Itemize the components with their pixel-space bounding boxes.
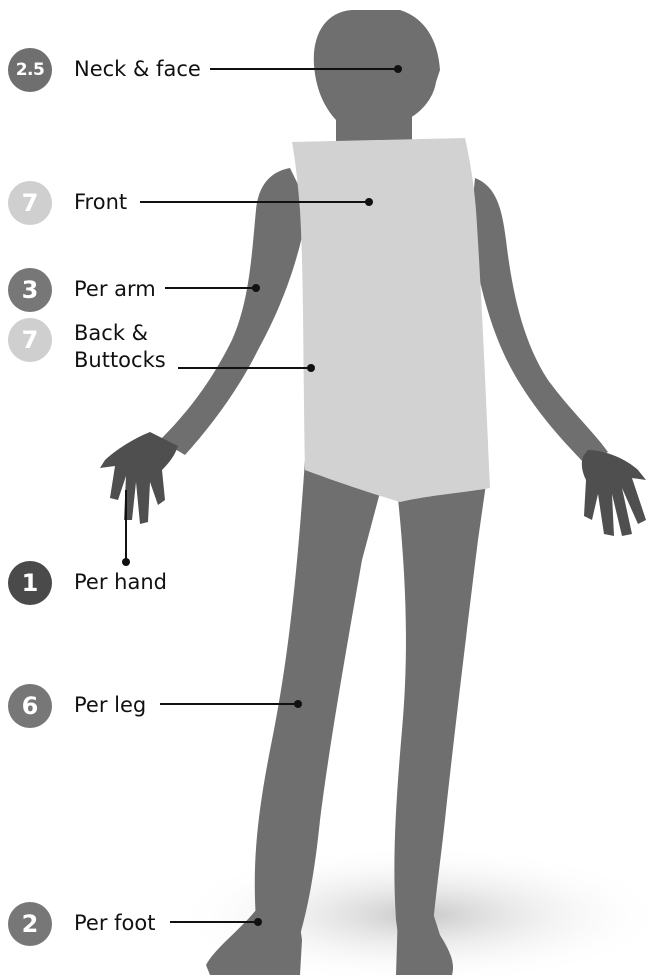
badge-front: 7: [8, 181, 52, 225]
label-back-line2: Buttocks: [74, 347, 166, 374]
leader-back-dot: [307, 364, 315, 372]
human-silhouette: [100, 10, 646, 975]
garment-torso: [292, 138, 490, 502]
label-leg: Per leg: [74, 692, 146, 719]
label-neck-face: Neck & face: [74, 56, 201, 83]
label-arm: Per arm: [74, 276, 156, 303]
arm-right: [470, 178, 608, 465]
label-foot: Per foot: [74, 910, 155, 937]
label-front: Front: [74, 189, 127, 216]
badge-back: 7: [8, 318, 52, 362]
arm-left: [160, 168, 308, 455]
leader-leg-dot: [294, 700, 302, 708]
hand-right: [582, 450, 646, 536]
badge-leg: 6: [8, 684, 52, 728]
hand-left: [100, 432, 178, 524]
leader-neck-face-dot: [394, 65, 402, 73]
leader-foot-dot: [254, 918, 262, 926]
badge-hand: 1: [8, 561, 52, 605]
badge-foot: 2: [8, 902, 52, 946]
leader-hand-dot: [122, 558, 130, 566]
label-back-line1: Back &: [74, 320, 148, 347]
badge-arm: 3: [8, 268, 52, 312]
leader-front-dot: [365, 198, 373, 206]
badge-neck-face: 2.5: [8, 48, 52, 92]
label-hand: Per hand: [74, 569, 167, 596]
leader-arm-dot: [252, 284, 260, 292]
